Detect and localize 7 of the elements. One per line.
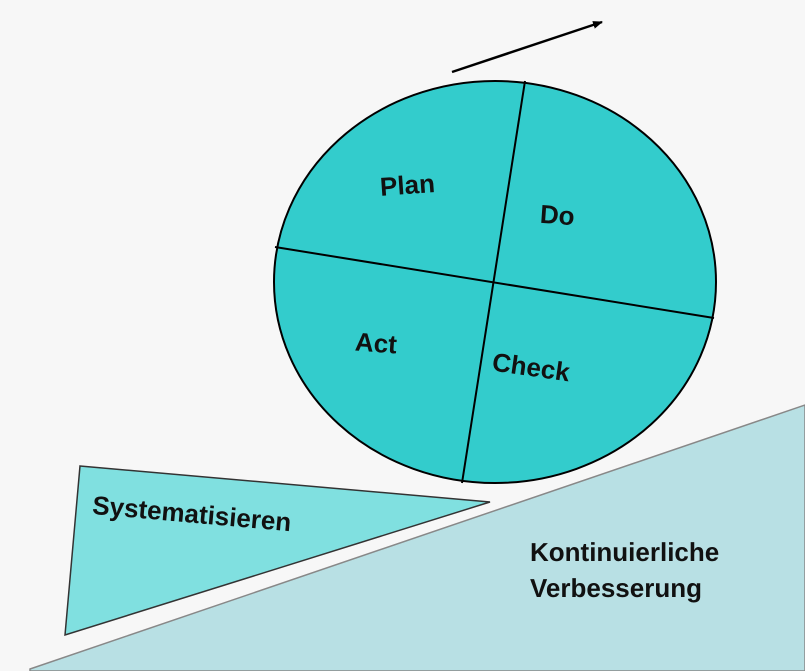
quadrant-label: Do bbox=[538, 198, 576, 232]
quadrant-label: Act bbox=[354, 326, 398, 360]
quadrant-label: Check bbox=[490, 346, 572, 388]
ramp-label: Kontinuierliche Verbesserung bbox=[530, 536, 720, 605]
ramp-slope bbox=[28, 402, 805, 671]
wedge-label: Systematisieren bbox=[91, 488, 294, 540]
quadrant-label: Plan bbox=[378, 168, 436, 203]
